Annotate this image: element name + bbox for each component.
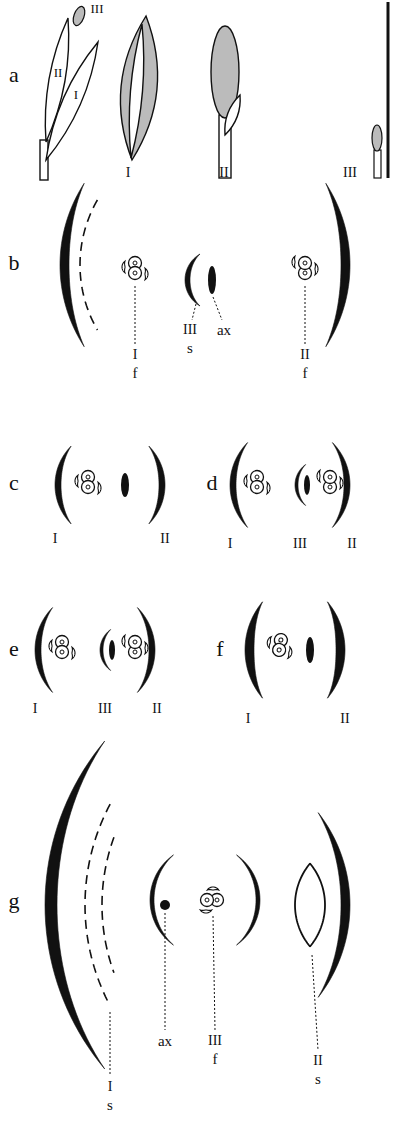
axis-mark	[109, 640, 115, 660]
leader-line	[192, 304, 196, 320]
part-label: II	[152, 702, 161, 716]
panel-letter: g	[9, 890, 20, 912]
axis-mark	[304, 475, 310, 495]
bract-arc	[149, 446, 165, 524]
panel-letter: a	[9, 64, 19, 86]
part-label: s	[187, 341, 193, 356]
flower-symbol	[317, 470, 343, 493]
dashed-arc	[80, 200, 97, 330]
part-label: I	[126, 166, 131, 180]
part-label: III	[91, 2, 104, 15]
part-label: I	[74, 88, 78, 101]
part-label: III	[343, 166, 357, 180]
panel-letter: e	[9, 638, 19, 660]
part-label: I	[108, 1080, 113, 1094]
lens-arc	[310, 863, 325, 947]
part-label: III	[98, 702, 112, 716]
axis-mark	[121, 473, 129, 497]
bract-arc	[245, 602, 263, 698]
flower-symbol	[75, 471, 101, 494]
part-label: f	[213, 1052, 218, 1067]
part-label: II	[54, 66, 63, 79]
part-label: ax	[158, 1034, 172, 1049]
panel-letter: b	[9, 252, 20, 274]
lens-arc	[295, 863, 310, 947]
leader-line	[213, 916, 215, 1030]
bract-leaf	[120, 16, 157, 160]
part-label: III	[293, 537, 307, 551]
part-label: I	[33, 702, 38, 716]
leaf	[46, 42, 98, 160]
bud	[372, 125, 382, 151]
panel-letter: d	[207, 472, 218, 494]
sheath	[225, 95, 240, 135]
leader-line	[213, 297, 222, 320]
part-label: f	[303, 366, 308, 381]
bract-arc	[55, 446, 71, 524]
bract-arc	[150, 855, 173, 945]
flower-symbol	[292, 256, 318, 279]
part-label: III	[208, 1034, 222, 1048]
part-label: s	[107, 1098, 113, 1113]
part-label: f	[133, 366, 138, 381]
flower-symbol	[49, 636, 75, 659]
axis-line	[387, 2, 390, 178]
leader-line	[110, 1012, 111, 1076]
flower-symbol	[122, 635, 148, 658]
part-label: I	[53, 532, 58, 546]
panel-letter: f	[216, 638, 223, 660]
flower-symbol	[265, 631, 295, 658]
bud	[71, 5, 87, 27]
bract-arc	[137, 608, 155, 693]
bract-arc	[230, 443, 248, 528]
dashed-arc	[85, 804, 110, 1006]
bract-arc	[327, 602, 345, 698]
bract-arc	[332, 443, 350, 528]
leader-line	[165, 913, 166, 1030]
flower-symbol	[122, 257, 148, 280]
part-label: I	[133, 348, 138, 362]
part-label: II	[300, 348, 309, 362]
part-label: I	[246, 712, 251, 726]
part-label: II	[340, 712, 349, 726]
bract-arc	[185, 254, 200, 306]
flower-symbol	[244, 471, 270, 494]
leader-line	[312, 955, 318, 1050]
flower-symbol	[200, 887, 223, 913]
bract-arc	[237, 855, 260, 945]
dashed-arc	[102, 837, 114, 972]
bract-arc	[35, 608, 53, 693]
panel-letter: c	[9, 472, 19, 494]
part-label: II	[313, 1054, 322, 1068]
part-label: II	[347, 537, 356, 551]
part-label: III	[183, 323, 197, 337]
part-label: II	[160, 532, 169, 546]
bract-arc	[45, 741, 105, 1069]
axis-dot	[160, 900, 170, 910]
bract-arc	[326, 183, 350, 346]
leader-line	[135, 286, 136, 344]
stalk	[374, 150, 381, 178]
part-label: s	[315, 1072, 321, 1087]
axis-mark	[306, 637, 314, 663]
axis-mark	[208, 266, 216, 294]
part-label: II	[219, 166, 228, 180]
part-label: ax	[217, 323, 231, 338]
leader-line	[305, 286, 306, 344]
part-label: I	[228, 537, 233, 551]
bract-arc	[318, 813, 350, 998]
bract-fold	[129, 24, 143, 158]
